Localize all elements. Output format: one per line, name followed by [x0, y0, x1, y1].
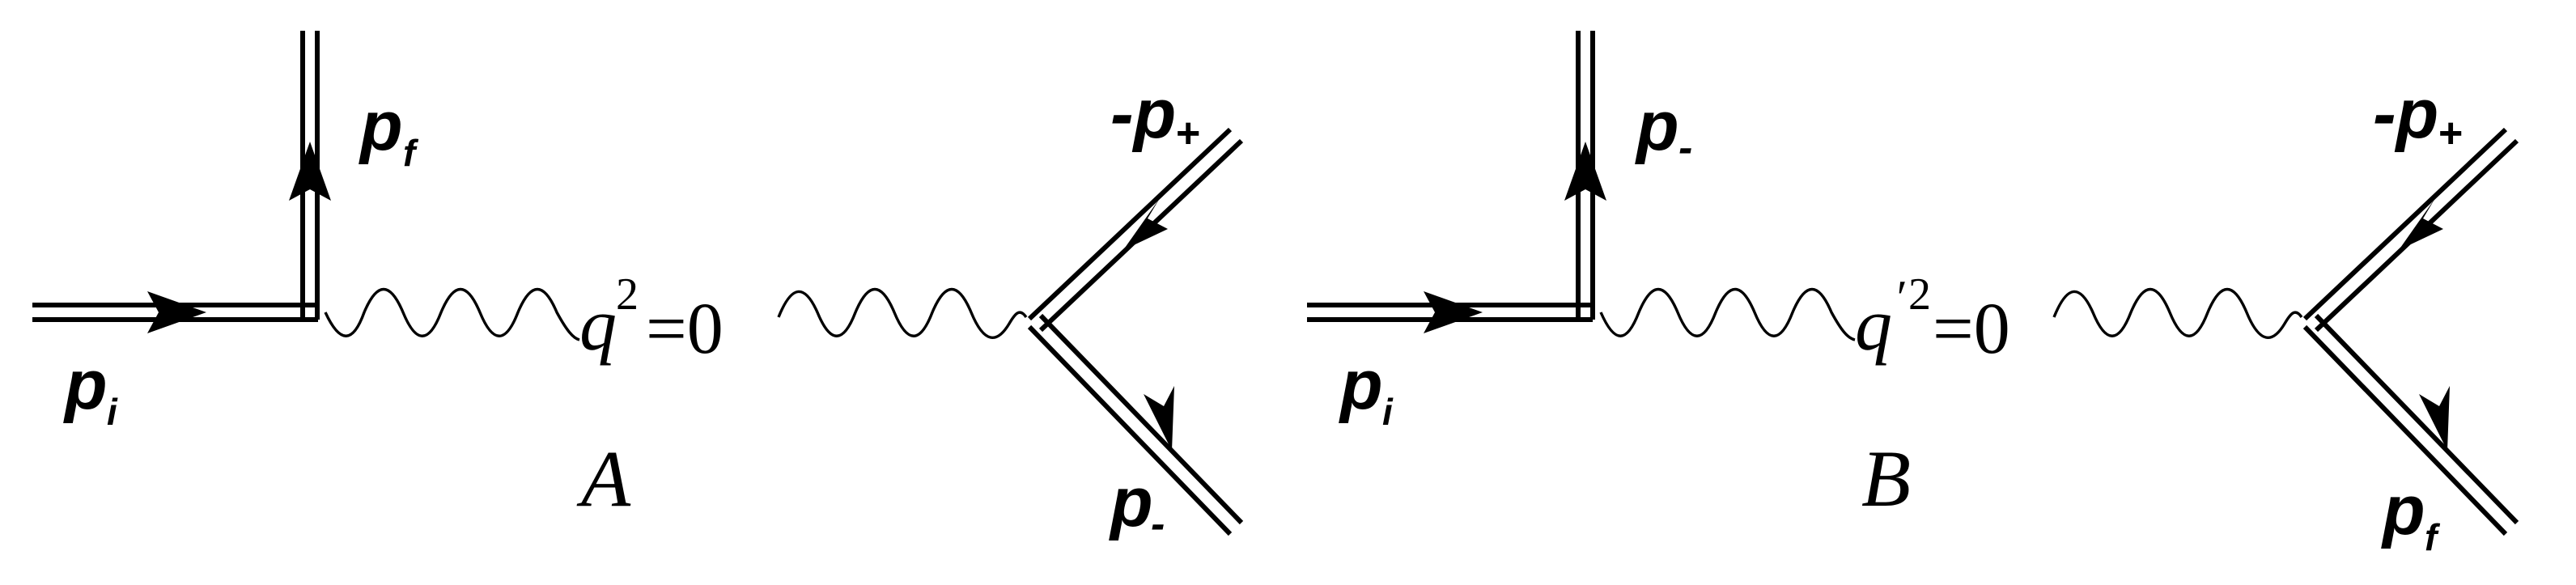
svg-text:f: f	[403, 132, 419, 174]
propagator-equals-a: =0	[646, 289, 724, 369]
svg-text:p: p	[63, 346, 108, 424]
label-incoming-a: p i	[63, 346, 118, 433]
label-incoming-b: p i	[1339, 346, 1394, 433]
upper-right-arrow-a	[1123, 198, 1168, 250]
label-vertical-b: p -	[1635, 87, 1692, 172]
diagram-a: q 2 =0 p i p f -p + p	[32, 31, 1244, 548]
label-vertical-a: p f	[359, 87, 419, 174]
svg-text:-p: -p	[1110, 75, 1176, 153]
svg-text:+: +	[2438, 110, 2462, 157]
propagator-label-b: q ′ 2 =0	[1855, 269, 2010, 369]
upper-right-line-b	[2302, 127, 2519, 333]
svg-text:+: +	[1175, 110, 1199, 157]
vertical-arrow-a	[289, 142, 331, 201]
label-lower-right-a: p -	[1109, 464, 1165, 548]
propagator-label-a: q 2 =0	[579, 269, 724, 369]
diagram-b: q ′ 2 =0 p i p - -p + p f	[1307, 31, 2519, 558]
svg-text:p: p	[1635, 87, 1679, 165]
svg-text:-p: -p	[2373, 75, 2438, 153]
label-upper-right-b: -p +	[2373, 75, 2462, 157]
incoming-arrow-a	[147, 291, 206, 333]
svg-text:f: f	[2425, 516, 2441, 558]
incoming-line-a	[32, 291, 318, 333]
svg-text:p: p	[359, 87, 403, 165]
photon-wave-a-right	[777, 287, 1028, 339]
upper-right-arrow-b	[2399, 198, 2443, 250]
propagator-power-b: 2	[1908, 269, 1931, 320]
propagator-equals-b: =0	[1933, 289, 2010, 369]
vertical-arrow-b	[1564, 142, 1606, 201]
incoming-line-b	[1307, 291, 1593, 333]
photon-wave-b-left	[1599, 287, 1856, 341]
diagram-name-a: A	[576, 434, 631, 524]
svg-text:p: p	[2381, 472, 2425, 549]
propagator-prime-b: ′	[1894, 271, 1905, 324]
lower-right-arrow-a	[1144, 386, 1174, 451]
svg-text:p: p	[1109, 464, 1153, 541]
propagator-symbol-b: q	[1855, 283, 1892, 366]
vertical-line-a	[289, 31, 331, 320]
label-upper-right-a: -p +	[1110, 75, 1199, 157]
svg-text:i: i	[1382, 391, 1394, 433]
diagram-name-b: B	[1861, 434, 1911, 524]
svg-text:-: -	[1151, 501, 1165, 548]
lower-right-line-b	[2302, 313, 2519, 536]
propagator-symbol-a: q	[579, 283, 617, 366]
vertical-line-b	[1564, 31, 1606, 320]
lower-right-line-a	[1027, 313, 1244, 536]
photon-wave-a-left	[324, 287, 580, 341]
propagator-power-a: 2	[616, 269, 639, 320]
photon-wave-b-right	[2052, 287, 2303, 339]
incoming-arrow-b	[1424, 291, 1483, 333]
label-lower-right-b: p f	[2381, 472, 2441, 558]
lower-right-arrow-b	[2419, 386, 2450, 451]
upper-right-line-a	[1027, 127, 1244, 333]
svg-text:i: i	[107, 391, 118, 433]
svg-text:p: p	[1339, 346, 1383, 424]
svg-text:-: -	[1678, 125, 1692, 172]
